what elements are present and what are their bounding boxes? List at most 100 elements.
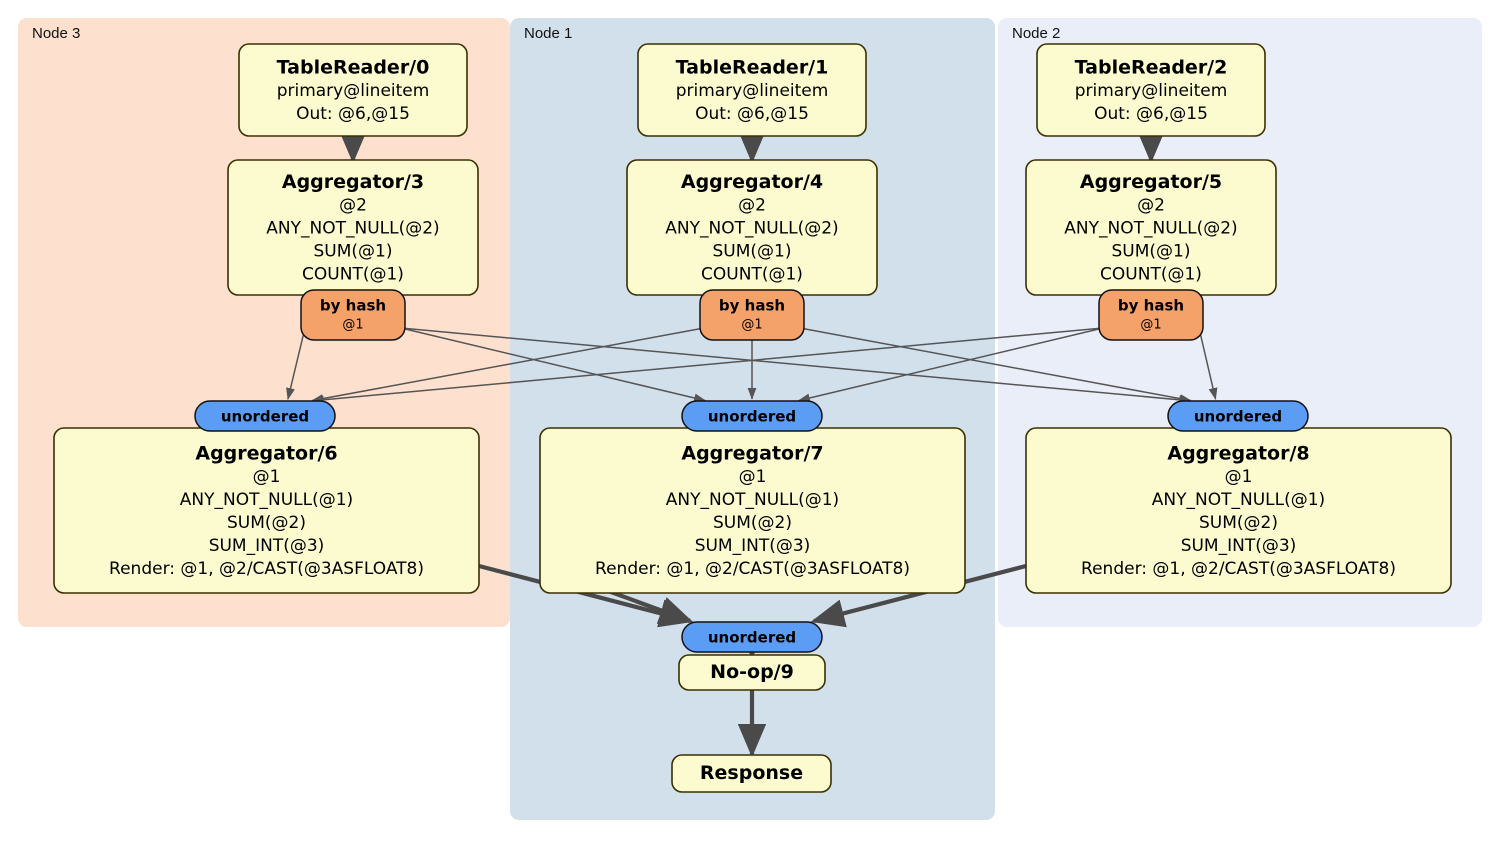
box-detail-line: ANY_NOT_NULL(@2) bbox=[266, 219, 439, 239]
box-detail-line: @1 bbox=[739, 467, 767, 487]
box-detail-line: ANY_NOT_NULL(@1) bbox=[180, 490, 353, 510]
box-detail-line: COUNT(@1) bbox=[302, 265, 404, 285]
sync-label: unordered bbox=[1194, 408, 1282, 426]
box-title: TableReader/1 bbox=[676, 57, 829, 79]
box-detail-line: SUM(@2) bbox=[1199, 513, 1278, 533]
box-title: TableReader/2 bbox=[1075, 57, 1228, 79]
sync-pill bbox=[681, 400, 823, 432]
router-column: @1 bbox=[741, 318, 762, 333]
box-title: Aggregator/6 bbox=[195, 443, 337, 465]
box-detail-line: SUM(@2) bbox=[713, 513, 792, 533]
box-detail-line: ANY_NOT_NULL(@1) bbox=[666, 490, 839, 510]
edge-byhash5-to-unordered8 bbox=[1198, 327, 1218, 400]
by-hash-routers: by hash @1 by hash @1 by hash @1 bbox=[300, 289, 1204, 341]
box-frame bbox=[238, 43, 468, 137]
sync-unordered6[interactable]: unordered bbox=[194, 400, 336, 432]
sync-label: unordered bbox=[221, 408, 309, 426]
box-detail-line: @2 bbox=[738, 196, 766, 216]
box-detail-line: SUM(@2) bbox=[227, 513, 306, 533]
hash-router-edges bbox=[286, 327, 1218, 405]
box-frame bbox=[637, 43, 867, 137]
sync-label: unordered bbox=[708, 629, 796, 647]
box-title: Aggregator/8 bbox=[1167, 443, 1309, 465]
box-detail-line: primary@lineitem bbox=[676, 81, 829, 101]
box-title: Aggregator/7 bbox=[681, 443, 823, 465]
box-detail-line: primary@lineitem bbox=[277, 81, 430, 101]
sync-pill bbox=[1167, 400, 1309, 432]
router-label: by hash bbox=[320, 297, 386, 315]
box-detail-line: ANY_NOT_NULL(@2) bbox=[1064, 219, 1237, 239]
panel-label: Node 3 bbox=[32, 25, 80, 42]
router-column: @1 bbox=[342, 318, 363, 333]
box-detail-line: SUM_INT(@3) bbox=[695, 536, 811, 556]
panel-label: Node 1 bbox=[524, 25, 572, 42]
sync-pill bbox=[681, 621, 823, 653]
box-detail-line: SUM_INT(@3) bbox=[1181, 536, 1297, 556]
sync-label: unordered bbox=[708, 408, 796, 426]
router-label: by hash bbox=[719, 297, 785, 315]
edge-byhash3-to-unordered8 bbox=[400, 327, 1192, 405]
router-byhash3[interactable]: by hash @1 bbox=[300, 289, 406, 341]
box-frame bbox=[678, 654, 826, 691]
box-title: No-op/9 bbox=[710, 661, 794, 683]
box-detail-line: @1 bbox=[1225, 467, 1253, 487]
box-detail-line: Render: @1, @2/CAST(@3ASFLOAT8) bbox=[1081, 559, 1396, 579]
box-noop9[interactable]: No-op/9 bbox=[678, 654, 826, 691]
box-detail-line: @1 bbox=[253, 467, 281, 487]
edge-byhash3-to-unordered7 bbox=[400, 327, 707, 403]
box-detail-line: Render: @1, @2/CAST(@3ASFLOAT8) bbox=[109, 559, 424, 579]
box-detail-line: Out: @6,@15 bbox=[1094, 104, 1208, 124]
box-aggregator5[interactable]: Aggregator/5@2ANY_NOT_NULL(@2)SUM(@1)COU… bbox=[1025, 159, 1277, 296]
box-title: Aggregator/4 bbox=[681, 171, 823, 193]
box-detail-line: SUM(@1) bbox=[1112, 242, 1191, 262]
box-detail-line: @2 bbox=[339, 196, 367, 216]
edge-byhash4-to-unordered8 bbox=[799, 327, 1192, 404]
box-detail-line: SUM_INT(@3) bbox=[209, 536, 325, 556]
box-detail-line: primary@lineitem bbox=[1075, 81, 1228, 101]
box-title: Aggregator/3 bbox=[282, 171, 424, 193]
box-detail-line: Render: @1, @2/CAST(@3ASFLOAT8) bbox=[595, 559, 910, 579]
panel-label: Node 2 bbox=[1012, 25, 1060, 42]
sync-unordered7[interactable]: unordered bbox=[681, 400, 823, 432]
edge-byhash3-to-unordered6 bbox=[286, 327, 306, 400]
edge-byhash5-to-unordered6 bbox=[311, 327, 1104, 405]
edge-byhash5-to-unordered7 bbox=[797, 327, 1104, 403]
box-detail-line: ANY_NOT_NULL(@1) bbox=[1152, 490, 1325, 510]
router-column: @1 bbox=[1140, 318, 1161, 333]
box-frame bbox=[1036, 43, 1266, 137]
router-byhash5[interactable]: by hash @1 bbox=[1098, 289, 1204, 341]
edge-byhash4-to-unordered6 bbox=[311, 327, 705, 404]
box-response[interactable]: Response bbox=[671, 754, 832, 793]
sync-unordered8[interactable]: unordered bbox=[1167, 400, 1309, 432]
box-detail-line: Out: @6,@15 bbox=[695, 104, 809, 124]
router-pill bbox=[300, 289, 406, 341]
unordered-synchronizers: unordered unordered unordered unordered bbox=[194, 400, 1309, 653]
box-detail-line: SUM(@1) bbox=[314, 242, 393, 262]
box-detail-line: ANY_NOT_NULL(@2) bbox=[665, 219, 838, 239]
box-detail-line: COUNT(@1) bbox=[701, 265, 803, 285]
box-detail-line: Out: @6,@15 bbox=[296, 104, 410, 124]
router-pill bbox=[699, 289, 805, 341]
box-detail-line: COUNT(@1) bbox=[1100, 265, 1202, 285]
router-label: by hash bbox=[1118, 297, 1184, 315]
box-title: Aggregator/5 bbox=[1080, 171, 1222, 193]
sync-pill bbox=[194, 400, 336, 432]
box-frame bbox=[671, 754, 832, 793]
box-title: TableReader/0 bbox=[277, 57, 430, 79]
box-detail-line: SUM(@1) bbox=[713, 242, 792, 262]
router-pill bbox=[1098, 289, 1204, 341]
sync-unordered9[interactable]: unordered bbox=[681, 621, 823, 653]
router-byhash4[interactable]: by hash @1 bbox=[699, 289, 805, 341]
box-title: Response bbox=[700, 762, 803, 784]
